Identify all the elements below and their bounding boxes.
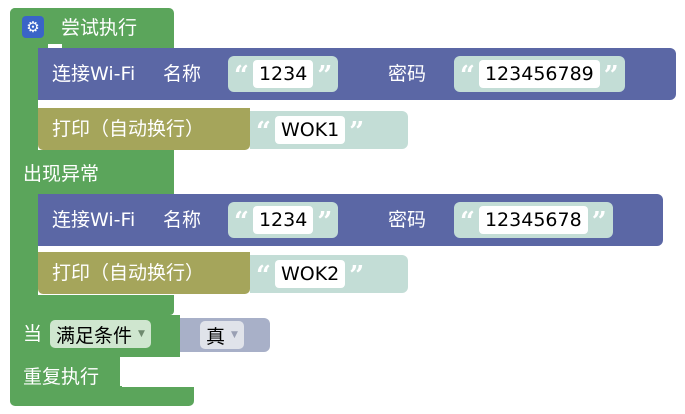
open-quote-icon: “ bbox=[234, 61, 249, 91]
wifi-password-label: 密码 bbox=[388, 63, 427, 85]
ssid-text-block[interactable]: “ 1234 ” bbox=[228, 56, 339, 92]
ssid-field[interactable]: 1234 bbox=[252, 60, 314, 88]
gear-icon[interactable]: ⚙ bbox=[22, 16, 44, 38]
wifi-name-label: 名称 bbox=[163, 63, 202, 85]
password-field[interactable]: 12345678 bbox=[478, 206, 588, 234]
except-label: 出现异常 bbox=[23, 163, 100, 185]
close-quote-icon: ” bbox=[317, 207, 333, 237]
wifi-name-label: 名称 bbox=[163, 209, 202, 231]
except-section[interactable] bbox=[10, 150, 174, 194]
print-value-field[interactable]: WOK1 bbox=[274, 116, 346, 144]
open-quote-icon: “ bbox=[256, 117, 271, 147]
open-quote-icon: “ bbox=[234, 207, 249, 237]
caret-down-icon: ▼ bbox=[231, 330, 238, 340]
close-quote-icon: ” bbox=[591, 207, 607, 237]
try-title: 尝试执行 bbox=[61, 17, 138, 39]
settings-icon[interactable]: ⚙ bbox=[22, 16, 44, 38]
ssid-text-block[interactable]: “ 1234 ” bbox=[228, 202, 339, 238]
password-text-block[interactable]: “ 12345678 ” bbox=[454, 202, 613, 238]
print-text-block[interactable]: “ WOK1 ” bbox=[250, 111, 408, 149]
condition-value: 真 bbox=[206, 325, 226, 348]
print-value-field[interactable]: WOK2 bbox=[274, 260, 346, 288]
print-label: 打印（自动换行） bbox=[52, 118, 205, 140]
close-quote-icon: ” bbox=[603, 61, 619, 91]
statement-slot[interactable] bbox=[122, 357, 194, 387]
caret-down-icon: ▼ bbox=[138, 329, 145, 339]
while-mode-dropdown[interactable]: 满足条件 ▼ bbox=[50, 320, 151, 348]
close-quote-icon: ” bbox=[317, 61, 333, 91]
while-block-footer bbox=[10, 386, 194, 406]
print-text-block[interactable]: “ WOK2 ” bbox=[250, 255, 408, 293]
password-field[interactable]: 123456789 bbox=[478, 60, 600, 88]
connect-wifi-label: 连接Wi-Fi bbox=[52, 63, 136, 85]
open-quote-icon: “ bbox=[460, 207, 475, 237]
while-label: 当 bbox=[23, 323, 43, 345]
close-quote-icon: ” bbox=[349, 261, 365, 291]
condition-dropdown[interactable]: 真 ▼ bbox=[200, 321, 244, 349]
while-mode-value: 满足条件 bbox=[56, 324, 133, 347]
open-quote-icon: “ bbox=[460, 61, 475, 91]
close-quote-icon: ” bbox=[349, 117, 365, 147]
print-block[interactable] bbox=[38, 252, 250, 294]
repeat-label: 重复执行 bbox=[23, 366, 100, 388]
password-text-block[interactable]: “ 123456789 ” bbox=[454, 56, 625, 92]
open-quote-icon: “ bbox=[256, 261, 271, 291]
print-block[interactable] bbox=[38, 108, 250, 150]
wifi-password-label: 密码 bbox=[388, 209, 427, 231]
try-block-footer bbox=[10, 295, 174, 315]
ssid-field[interactable]: 1234 bbox=[252, 206, 314, 234]
connect-wifi-label: 连接Wi-Fi bbox=[52, 209, 136, 231]
print-label: 打印（自动换行） bbox=[52, 262, 205, 284]
